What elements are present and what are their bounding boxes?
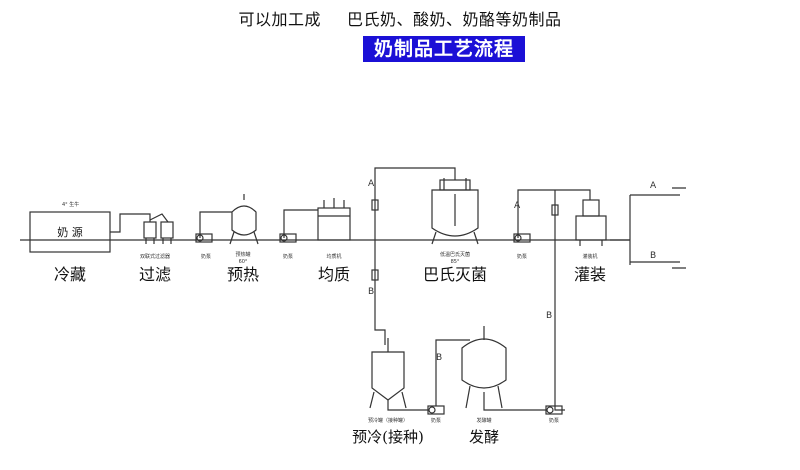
- valve-2: [371, 269, 379, 281]
- note-pump4: 奶泵: [431, 417, 441, 424]
- ferment-tank: [461, 326, 507, 409]
- header-left-text: 可以加工成: [238, 10, 321, 29]
- pipe-a-up: [374, 167, 456, 240]
- flow-letter-a1: A: [368, 179, 375, 189]
- pasteurizer-tank: [431, 178, 479, 245]
- note-precool: 预冷罐（接种罐）: [368, 417, 408, 424]
- stage-pasteurize: 巴氏灭菌: [423, 265, 487, 284]
- valve-1: [371, 199, 379, 211]
- note-ferment: 发酵罐: [476, 417, 491, 424]
- note-pump5: 奶泵: [549, 417, 559, 424]
- output-a: [630, 187, 686, 196]
- note-pasteur-temp: 85°: [451, 259, 460, 265]
- stage-precool: 预冷(接种): [352, 428, 424, 446]
- note-homog: 均质机: [326, 253, 341, 260]
- note-filling: 灌装机: [582, 253, 597, 260]
- stage-ferment: 发酵: [469, 428, 499, 446]
- filling-machine: [560, 189, 607, 246]
- note-preheat: 预热罐: [235, 251, 250, 258]
- filter-units: [110, 213, 174, 244]
- note-pasteur: 低温巴氏灭菌: [440, 251, 470, 258]
- pump-3: [513, 189, 560, 243]
- stage-homogenize: 均质: [318, 265, 350, 284]
- note-filter: 双联式过滤器: [140, 253, 170, 260]
- pump-4: [387, 339, 470, 415]
- stage-storage: 冷藏: [54, 265, 86, 284]
- flow-letter-b-out: B: [650, 251, 656, 261]
- stage-preheat: 预热: [227, 265, 259, 284]
- note-storage: 4° 生牛: [62, 201, 79, 208]
- stage-filling: 灌装: [574, 265, 606, 284]
- header-line: 可以加工成 巴氏奶、酸奶、奶酪等奶制品: [0, 6, 800, 30]
- header-right-text: 巴氏奶、酸奶、奶酪等奶制品: [347, 10, 562, 29]
- flow-letter-b2: B: [546, 311, 552, 321]
- pump-5: [483, 392, 563, 415]
- output-b: [630, 261, 686, 269]
- flow-letter-a-out: A: [650, 181, 657, 191]
- pipe-b-right: [554, 190, 565, 411]
- page-title: 奶制品工艺流程: [363, 36, 525, 62]
- note-preheat-temp: 60°: [239, 259, 248, 265]
- note-pump2: 奶泵: [283, 253, 293, 260]
- precool-tank: [369, 338, 407, 409]
- flow-letter-a2: A: [514, 201, 521, 211]
- flow-letter-b3: B: [436, 353, 442, 363]
- tank-label: 奶 源: [57, 225, 83, 239]
- pump-2: [279, 209, 318, 243]
- pump-1: [195, 233, 213, 243]
- stage-filter: 过滤: [139, 265, 171, 284]
- flow-letter-b1: B: [368, 287, 374, 297]
- homogenizer: [317, 198, 351, 241]
- note-pump1: 奶泵: [201, 253, 211, 260]
- valve-3: [551, 204, 559, 216]
- preheat-tank: [199, 194, 259, 245]
- note-pump3: 奶泵: [517, 253, 527, 260]
- pipe-b-down: [374, 240, 386, 345]
